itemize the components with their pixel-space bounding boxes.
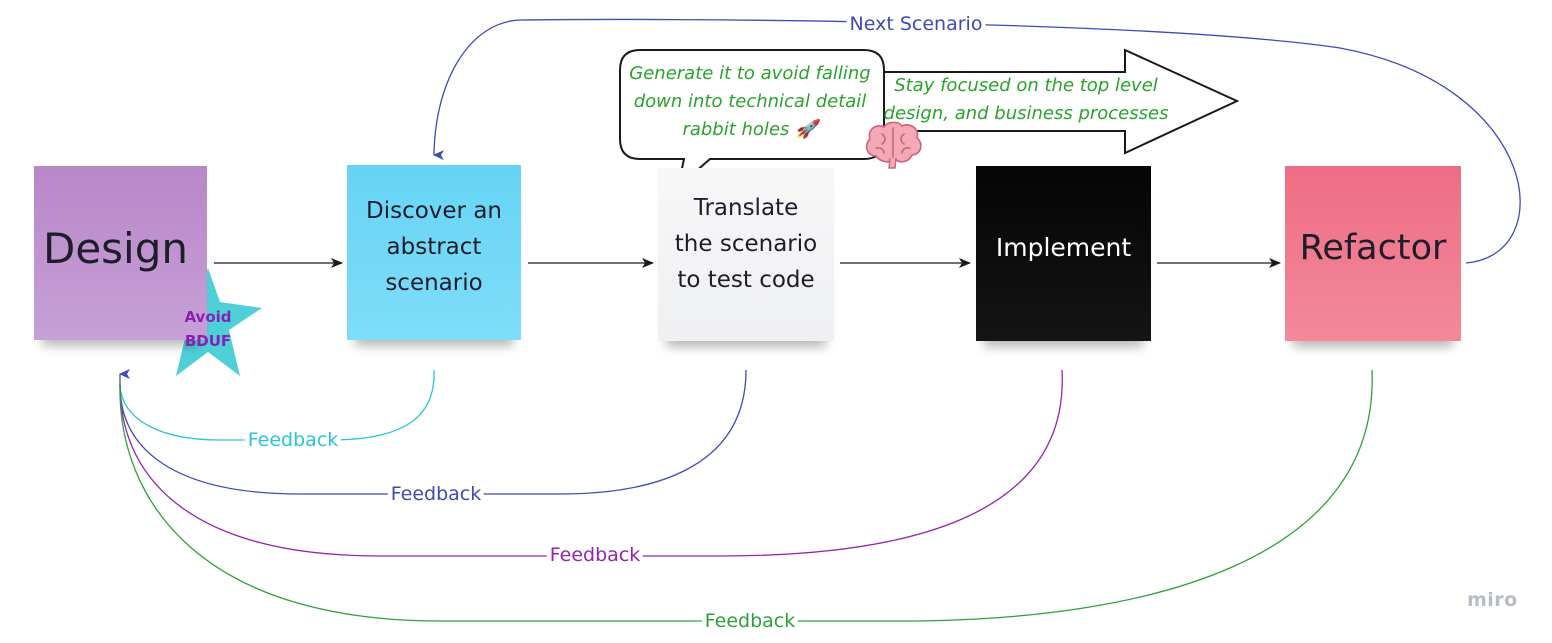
refactor-sticky[interactable]: Refactor [1285, 166, 1461, 341]
implement-sticky[interactable]: Implement [976, 166, 1151, 341]
feedback-label-implement: Feedback [546, 544, 644, 566]
implement-label: Implement [995, 233, 1132, 262]
translate-sticky[interactable]: Translate the scenario to test code [658, 168, 834, 341]
miro-watermark: miro [1467, 589, 1518, 611]
feedback-label-translate: Feedback [387, 483, 485, 505]
feedback-curve-implement [119, 369, 1063, 557]
translate-label: Translate the scenario to test code [674, 194, 818, 293]
discover-label: Discover an abstract scenario [365, 197, 502, 296]
star-shape [154, 268, 262, 376]
speech-bubble-text: Generate it to avoid falling down into t… [629, 63, 871, 140]
discover-sticky[interactable]: Discover an abstract scenario [347, 165, 521, 340]
feedback-label-discover: Feedback [244, 429, 342, 451]
brain-icon [865, 121, 922, 169]
feedback-label-refactor: Feedback [701, 610, 799, 632]
feedback-curve-refactor [119, 369, 1373, 622]
next-scenario-label: Next Scenario [846, 13, 986, 35]
next-scenario-arrow [433, 18, 1521, 264]
design-label: Design [42, 223, 188, 273]
refactor-label: Refactor [1299, 227, 1447, 268]
design-sticky[interactable]: Design [34, 166, 207, 340]
arrow-note-text: Stay focused on the top level design, an… [883, 75, 1169, 124]
star-label: Avoid BDUF [184, 308, 232, 350]
